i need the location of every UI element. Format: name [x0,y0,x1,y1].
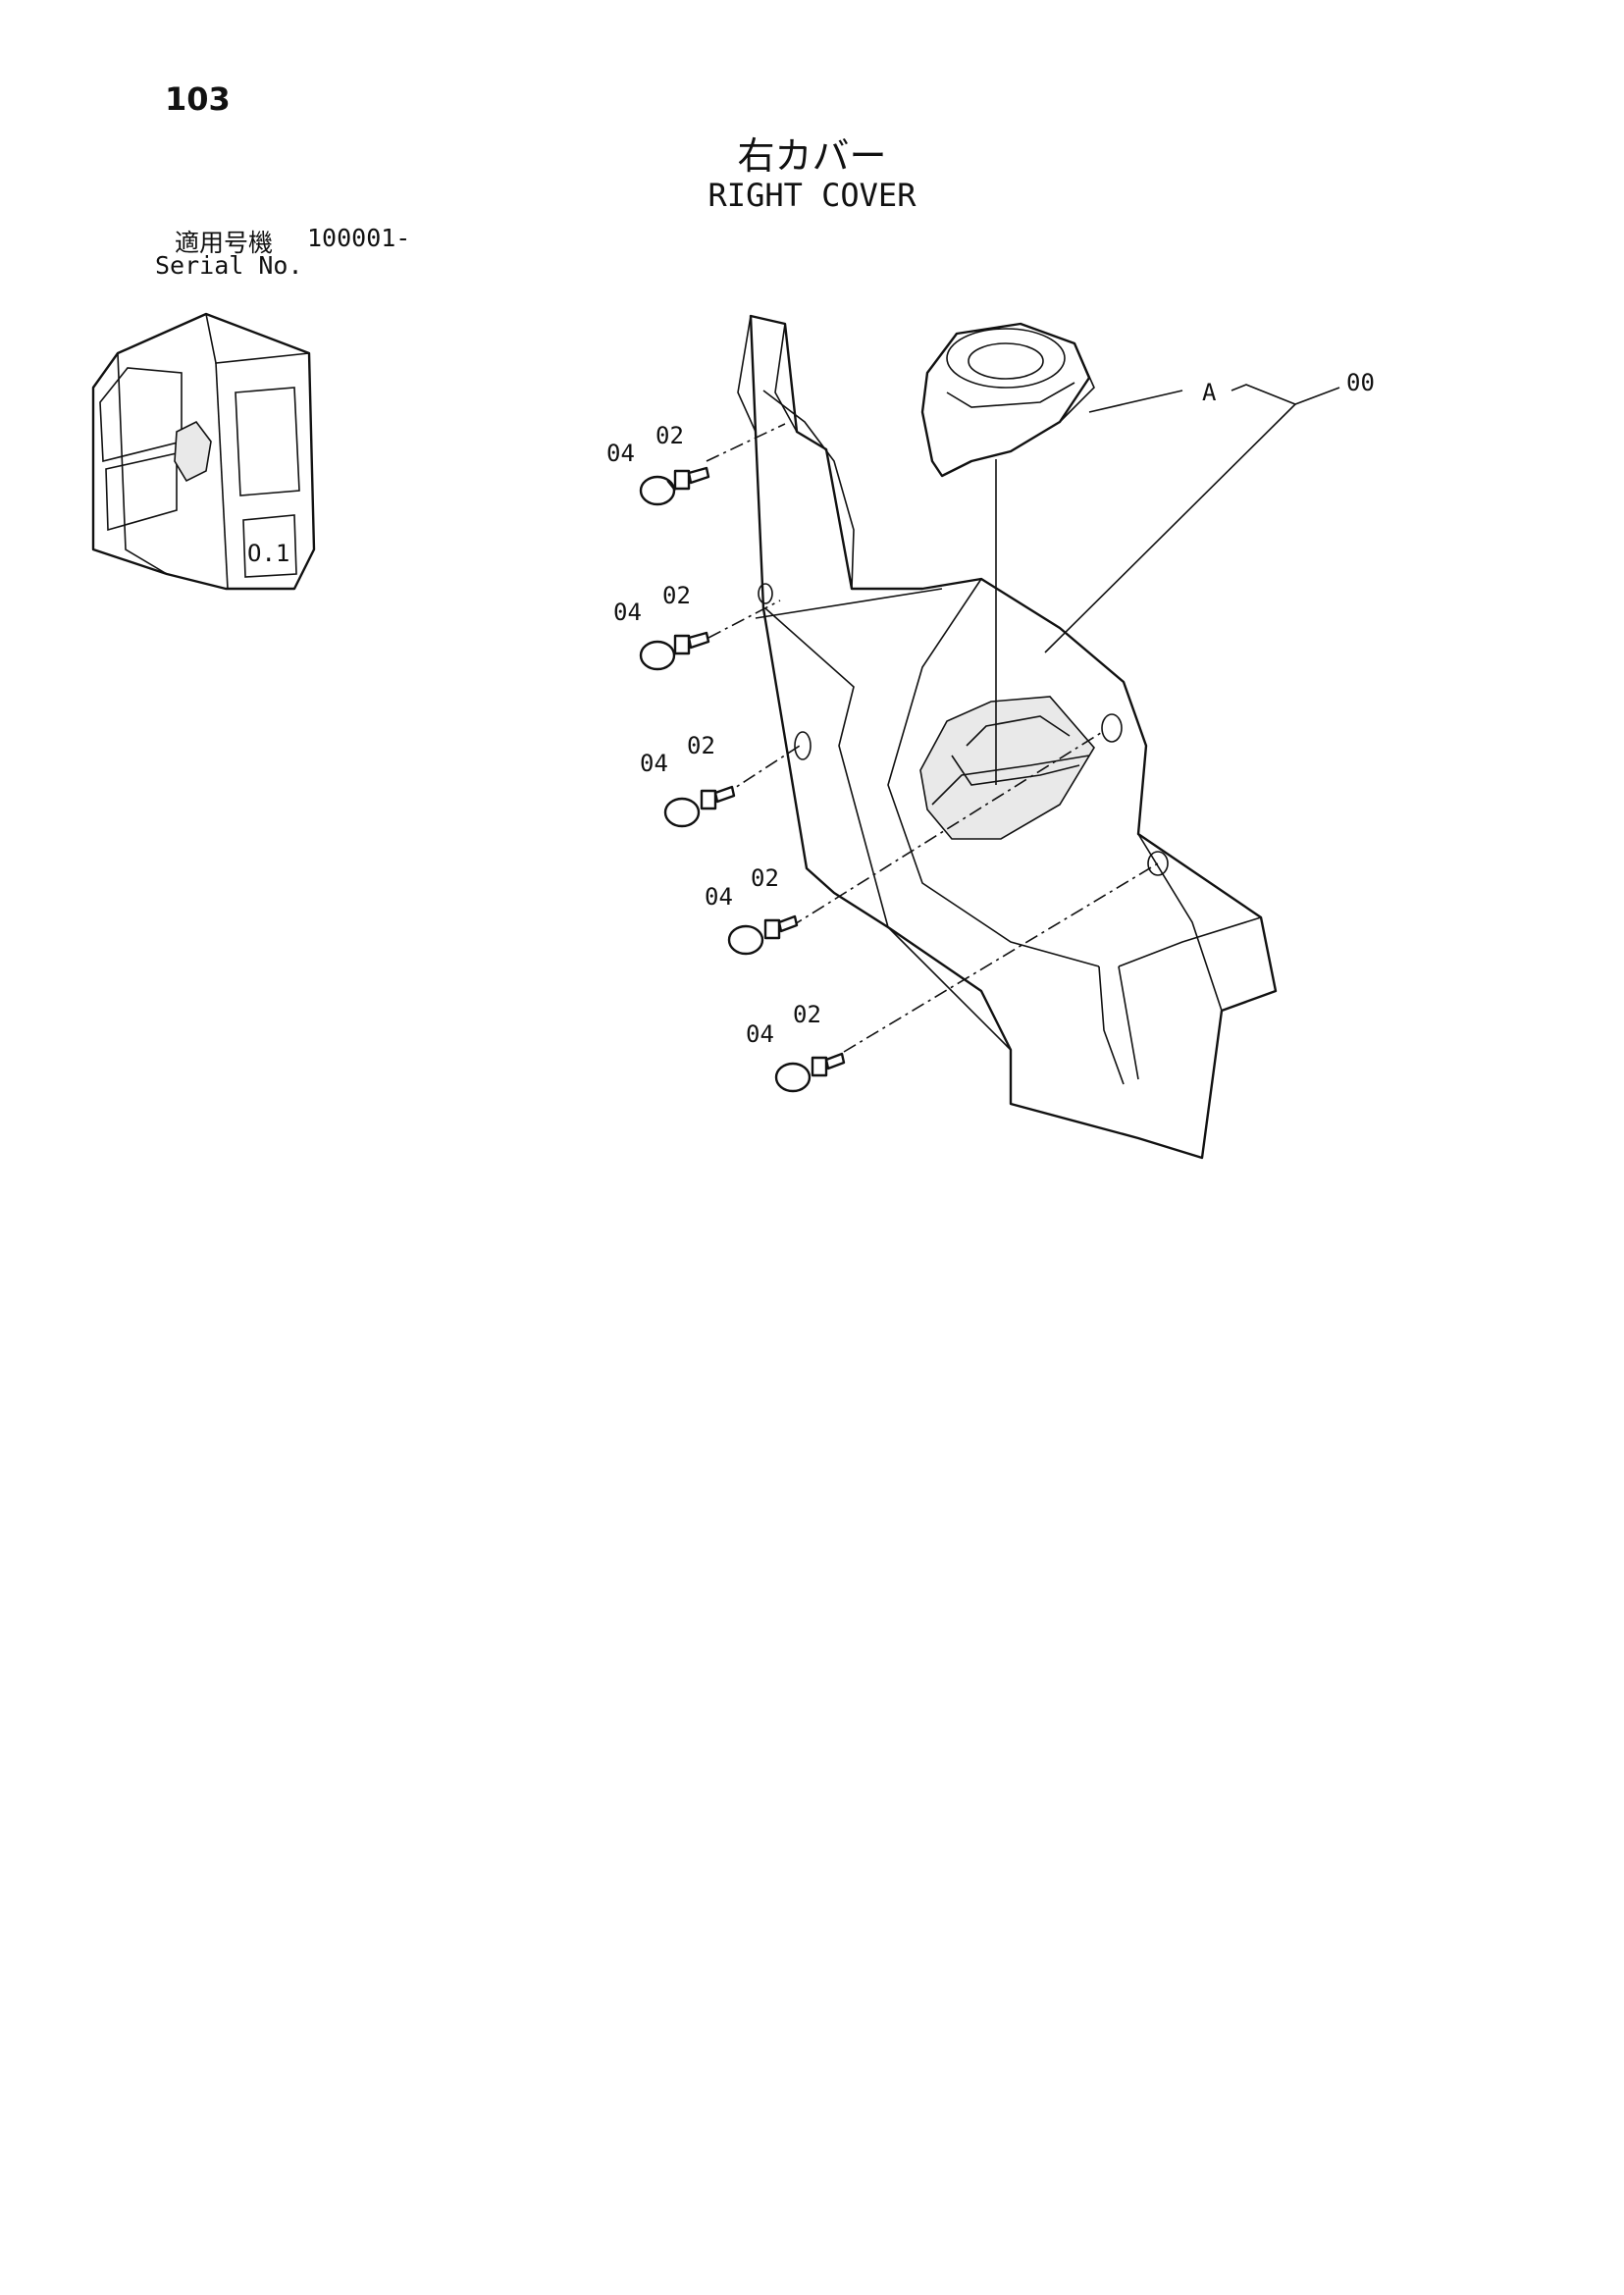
cab-locator-icon: O.1 [91,312,316,591]
callout-sub-assembly-a: A [1202,379,1217,406]
serial-label-japanese: 適用号機 [175,229,274,257]
fastener-group-1 [639,466,710,506]
callout-bolt-02: 02 [655,422,684,449]
callout-cap-04: 04 [613,599,642,626]
fastener-group-3 [663,785,736,828]
right-cover-panel [737,314,1278,1160]
callout-bolt-02: 02 [687,732,715,759]
cab-locator-mark: O.1 [247,540,289,567]
callout-bolt-02: 02 [793,1001,821,1028]
callout-cap-04: 04 [640,750,668,777]
fastener-group-5 [774,1052,846,1093]
page-number: 103 [165,80,231,118]
callout-bolt-02: 02 [662,582,691,609]
page-title-japanese: 右カバー [737,134,887,178]
callout-assembly-00: 00 [1346,369,1375,396]
callout-bolt-02: 02 [751,864,779,892]
callout-cap-04: 04 [746,1020,774,1048]
callout-cap-04: 04 [606,440,635,467]
fastener-group-2 [639,631,710,671]
callout-cap-04: 04 [705,883,733,911]
page-title-english: RIGHT COVER [707,177,917,214]
cup-holder-part [920,322,1095,478]
fastener-group-4 [727,914,799,956]
serial-label-english: Serial No. [155,251,303,280]
serial-number-value: 100001- [307,224,411,252]
leader-lines [706,384,1340,1053]
